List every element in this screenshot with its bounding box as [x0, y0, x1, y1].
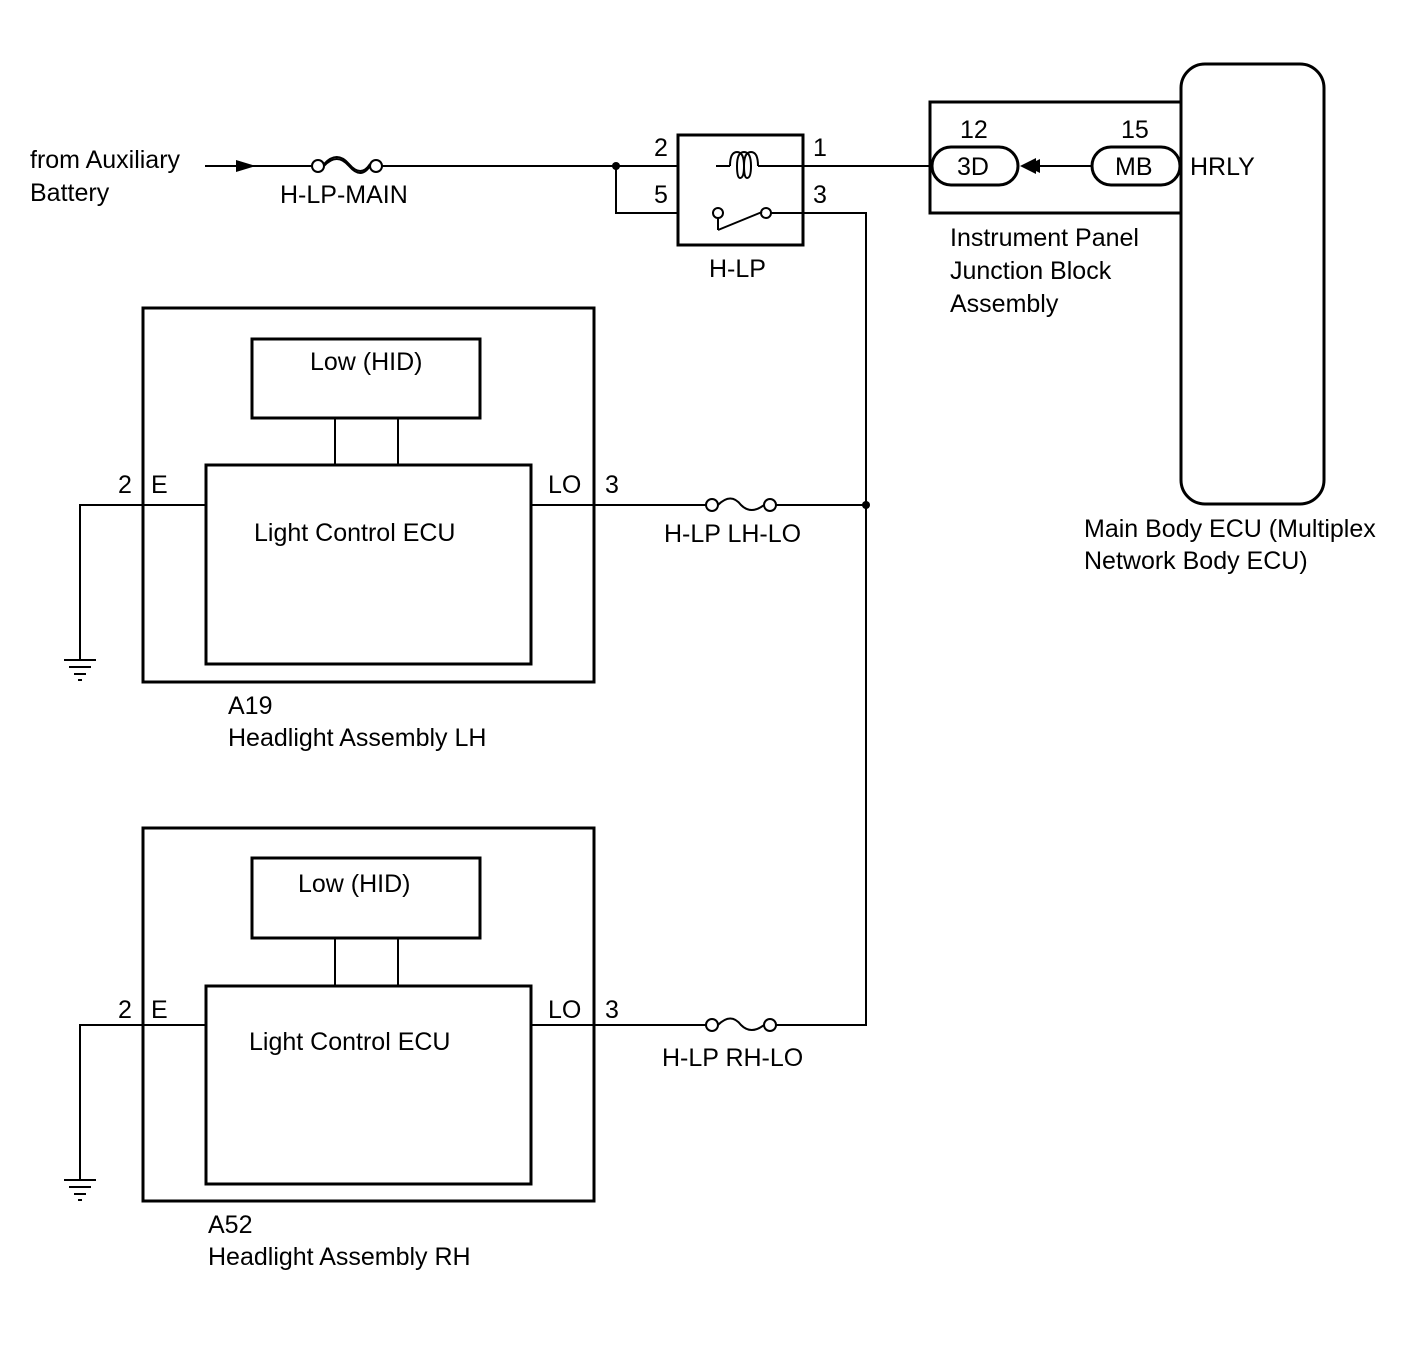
lamp-lh-box: [250, 337, 482, 420]
lh-pin-lo: 3: [605, 471, 619, 499]
ecu-rh-box: [204, 984, 533, 1186]
lamp-lh-label: Low (HID): [310, 348, 423, 376]
junction-block-line1: Instrument Panel: [950, 224, 1139, 252]
fuse-main-label: H-LP-MAIN: [280, 181, 408, 209]
connector-arrow-icon: [1020, 158, 1040, 174]
rh-term-e: E: [151, 996, 168, 1024]
body-ecu-line2: Network Body ECU): [1084, 547, 1308, 575]
relay-name: H-LP: [709, 255, 766, 283]
lamp-rh-box: [250, 856, 482, 940]
body-ecu-terminal: HRLY: [1190, 153, 1255, 181]
headlight-lh-code: A19: [228, 692, 272, 720]
rh-pin-e: 2: [118, 996, 132, 1024]
fuse-h-lp-main: [311, 156, 383, 174]
wire-relay-output: [771, 212, 867, 1026]
ecu-lh-box: [204, 463, 533, 666]
rh-pin-lo: 3: [605, 996, 619, 1024]
ecu-rh-label: Light Control ECU: [249, 1028, 450, 1056]
connector-mb: [1090, 145, 1182, 187]
lh-term-e: E: [151, 471, 168, 499]
relay-pin-2: 2: [654, 134, 668, 162]
connector-3d: [930, 145, 1020, 187]
connector-mb-pin: 15: [1121, 116, 1149, 144]
body-ecu-box: [1179, 62, 1326, 506]
ground-icon: [64, 1179, 96, 1201]
relay-coil-icon: [716, 150, 770, 180]
junction-block-line2: Junction Block: [950, 257, 1112, 285]
headlight-lh: Low (HID) Light Control ECU 2 E LO 3 H-L…: [64, 306, 866, 752]
lh-term-lo: LO: [548, 471, 581, 499]
lh-ground-wire: [79, 504, 206, 660]
source-label-line2: Battery: [30, 179, 110, 207]
fuse-h-lp-lh-lo: [705, 497, 777, 512]
headlight-lh-name: Headlight Assembly LH: [228, 724, 486, 752]
fuse-h-lp-rh-lo: [705, 1017, 777, 1032]
ecu-lh-label: Light Control ECU: [254, 519, 455, 547]
connector-3d-pin: 12: [960, 116, 988, 144]
headlight-rh-code: A52: [208, 1211, 252, 1239]
rh-term-lo: LO: [548, 996, 581, 1024]
relay-switch-icon: [712, 207, 772, 231]
body-ecu-line1: Main Body ECU (Multiplex: [1084, 515, 1376, 543]
fuse-rh-lo-label: H-LP RH-LO: [662, 1044, 803, 1072]
connector-mb-label: MB: [1115, 153, 1153, 181]
fuse-lh-lo-label: H-LP LH-LO: [664, 520, 801, 548]
ground-icon: [64, 659, 96, 681]
lh-pin-e: 2: [118, 471, 132, 499]
relay-pin-5: 5: [654, 181, 668, 209]
relay-pin-1: 1: [813, 134, 827, 162]
source-label-line1: from Auxiliary: [30, 146, 181, 174]
headlight-rh: Low (HID) Light Control ECU 2 E LO 3 H-L…: [64, 826, 803, 1271]
relay-pin-3: 3: [813, 181, 827, 209]
headlight-rh-name: Headlight Assembly RH: [208, 1243, 471, 1271]
relay-h-lp-box: [676, 133, 805, 247]
lamp-rh-label: Low (HID): [298, 870, 411, 898]
rh-ground-wire: [79, 1024, 206, 1180]
junction-block-line3: Assembly: [950, 290, 1059, 318]
connector-3d-label: 3D: [957, 153, 989, 181]
